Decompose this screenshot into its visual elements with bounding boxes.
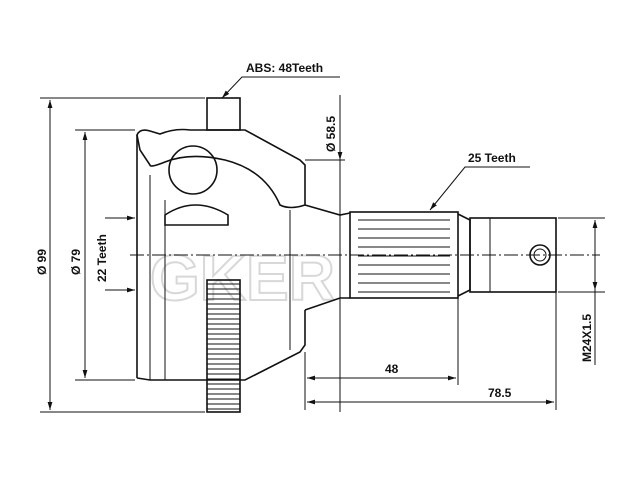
abs-ring-section bbox=[206, 97, 241, 131]
abs-ring bbox=[206, 279, 241, 413]
pin-hole bbox=[529, 244, 551, 266]
pin-hole-inner bbox=[533, 248, 547, 262]
label-abs: ABS: 48Teeth bbox=[246, 61, 323, 75]
label-25-teeth: 25 Teeth bbox=[468, 151, 516, 165]
spline-shaft bbox=[349, 211, 459, 299]
leader-abs bbox=[221, 76, 340, 99]
ball bbox=[168, 145, 218, 195]
housing-outline bbox=[136, 135, 306, 381]
label-22-teeth: 22 Teeth bbox=[95, 234, 109, 282]
leader-25-teeth bbox=[429, 166, 530, 211]
dim-label-m24: M24X1.5 bbox=[580, 314, 594, 362]
abs-teeth bbox=[207, 283, 240, 410]
dim-label-99: Ø 99 bbox=[35, 249, 49, 275]
dim-label-48: 48 bbox=[385, 362, 399, 376]
housing-inner-lines bbox=[149, 175, 291, 380]
dim-label-58-5: Ø 58.5 bbox=[324, 116, 338, 152]
inner-race bbox=[164, 204, 229, 226]
dim-label-78-5: 78.5 bbox=[488, 386, 512, 400]
spline-lines bbox=[358, 219, 450, 293]
dim-label-79: Ø 79 bbox=[69, 249, 83, 275]
thread-shaft bbox=[469, 217, 557, 293]
watermark-logo: GKER bbox=[150, 242, 335, 314]
housing-section bbox=[136, 128, 306, 209]
